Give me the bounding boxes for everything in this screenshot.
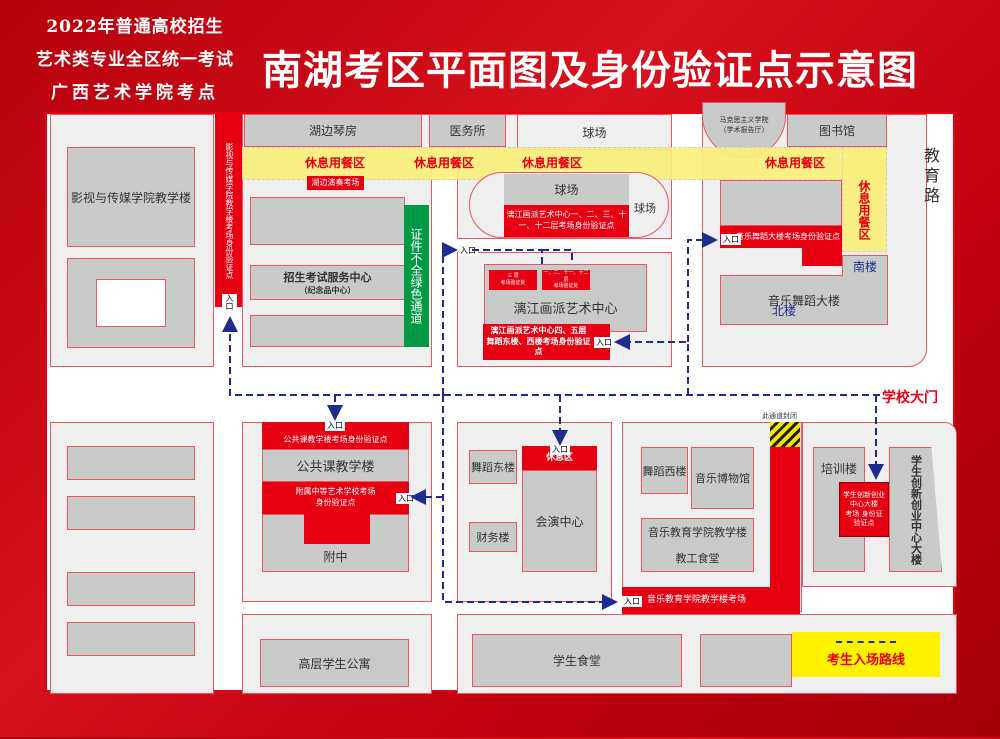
public-building: 公共课教学楼 (262, 449, 409, 482)
student-canteen: 学生食堂 (472, 634, 682, 687)
concert-center: 会演中心 (522, 470, 597, 572)
building-unnamed (67, 446, 195, 480)
rest-area-label: 休息用餐区 (522, 156, 583, 170)
header-line3: 广西艺术学院考点 (51, 83, 219, 103)
header-line2: 艺术类专业全区统一考试 (36, 50, 234, 70)
red-corridor (770, 422, 800, 614)
school-gate-label: 学校大门 (882, 390, 938, 406)
entrance-film[interactable]: 入口 (222, 294, 237, 310)
floor3-checkpoint: 三 层 考场验证处 (489, 270, 537, 290)
page-title: 南湖考区平面图及身份验证点示意图 (262, 48, 918, 94)
building-unnamed (67, 572, 195, 606)
route-music-dance (687, 232, 718, 342)
header-line1: 2022年普通高校招生 (46, 17, 224, 37)
building-unnamed (67, 622, 195, 656)
clinic: 医务所 (429, 114, 506, 147)
closed-passage-label: 此通道封闭 (762, 412, 797, 420)
green-channel: 证件不全绿色通道 (404, 205, 429, 347)
route-west (442, 395, 618, 610)
entrance-concert[interactable]: 入口 (550, 444, 570, 455)
film-school-annex (67, 258, 195, 348)
route-lijiang-top (442, 242, 458, 395)
piano-room: 湖边琴房 (244, 114, 422, 147)
building-unnamed (720, 180, 842, 226)
route-lijiang (614, 334, 689, 395)
south-building: 南楼 (842, 255, 888, 277)
admission-center: 招生考试服务中心 （纪念品中心） (250, 265, 405, 300)
legend: 考生入场路线 (792, 632, 940, 677)
rest-area-label: 休息用餐区 (857, 180, 871, 240)
rest-area-label: 休息用餐区 (305, 156, 366, 170)
entrance-fuzhong[interactable]: 入口 (396, 493, 416, 504)
entrance-lijiang[interactable]: 入口 (594, 337, 614, 348)
route-branch (472, 249, 573, 264)
legend-route-icon (836, 641, 896, 643)
finance: 财务楼 (469, 522, 517, 552)
souvenir-label: （纪念品中心） (299, 286, 356, 295)
entrance-lijiang-top[interactable]: 入口 (458, 245, 478, 256)
road-label: 教育路 (921, 147, 940, 207)
dance-west: 舞蹈西楼 (641, 447, 688, 494)
entrance-music-edu[interactable]: 入口 (622, 596, 642, 607)
court-top: 球场 (517, 114, 672, 150)
dance-east: 舞蹈东楼 (469, 450, 517, 484)
legend-label: 考生入场路线 (826, 653, 905, 668)
lijiang-lower-checkpoint: 漓江画派艺术中心四、五层 舞蹈东楼、西楼考场身份验证点 (483, 324, 610, 360)
film-school-building: 影视与传媒学院教学楼 (67, 147, 195, 247)
music-edu-label: 音乐教育学院教学楼 (648, 526, 747, 539)
fuzhong-checkpoint-ext (304, 512, 370, 544)
building-unnamed (700, 634, 792, 687)
entrance-music-dance[interactable]: 入口 (721, 234, 741, 245)
fuzhong-checkpoint: 附属中等艺术学校考场 身份验证点 (262, 482, 409, 514)
student-dorm: 高层学生公寓 (260, 639, 409, 687)
lakeside-checkpoint: 湖边演奏考场 (307, 176, 364, 190)
music-dance-checkpoint: 音乐舞蹈大楼考场身份验证点 (720, 226, 842, 248)
staff-canteen-label: 教工食堂 (675, 552, 720, 565)
music-dance-checkpoint-ext (802, 246, 842, 266)
music-dance-building: 音乐舞蹈大楼 (720, 275, 888, 325)
campus-map: 影视与传媒学院教学楼 影视与传媒学院教学楼考场身份验证点 入口 湖边琴房 医务所… (45, 102, 957, 694)
museum: 音乐博物馆 (691, 447, 754, 509)
closed-passage-hatch (770, 422, 800, 447)
route-main (222, 316, 880, 396)
rest-area-label: 休息用餐区 (765, 156, 826, 170)
film-checkpoint: 影视与传媒学院教学楼考场身份验证点 (215, 114, 242, 307)
court: 球场 (504, 174, 629, 205)
lijiang-upper-checkpoint: 漓江画派艺术中心一、二、三、十一、十二层考场身份验证点 (504, 205, 629, 237)
rest-area-vertical (842, 147, 887, 252)
building-unnamed (67, 496, 195, 530)
rest-area-label: 休息用餐区 (414, 156, 475, 170)
north-building: 北楼 (772, 304, 797, 318)
innovation-checkpoint: 学生创新创业 中心大楼 考场 身份证 验证点 (839, 482, 889, 537)
music-edu-checkpoint: 音乐教育学院教学楼考场 (622, 587, 800, 614)
floor-multi-checkpoint: 一、二、十一、十二层 考场验证处 (542, 269, 590, 290)
court-side: 球场 (634, 202, 656, 215)
admission-label: 招生考试服务中心 (283, 271, 372, 284)
library: 图书馆 (787, 114, 887, 147)
music-edu-building: 音乐教育学院教学楼教工食堂 (641, 518, 754, 572)
entrance-public[interactable]: 入口 (325, 420, 345, 431)
